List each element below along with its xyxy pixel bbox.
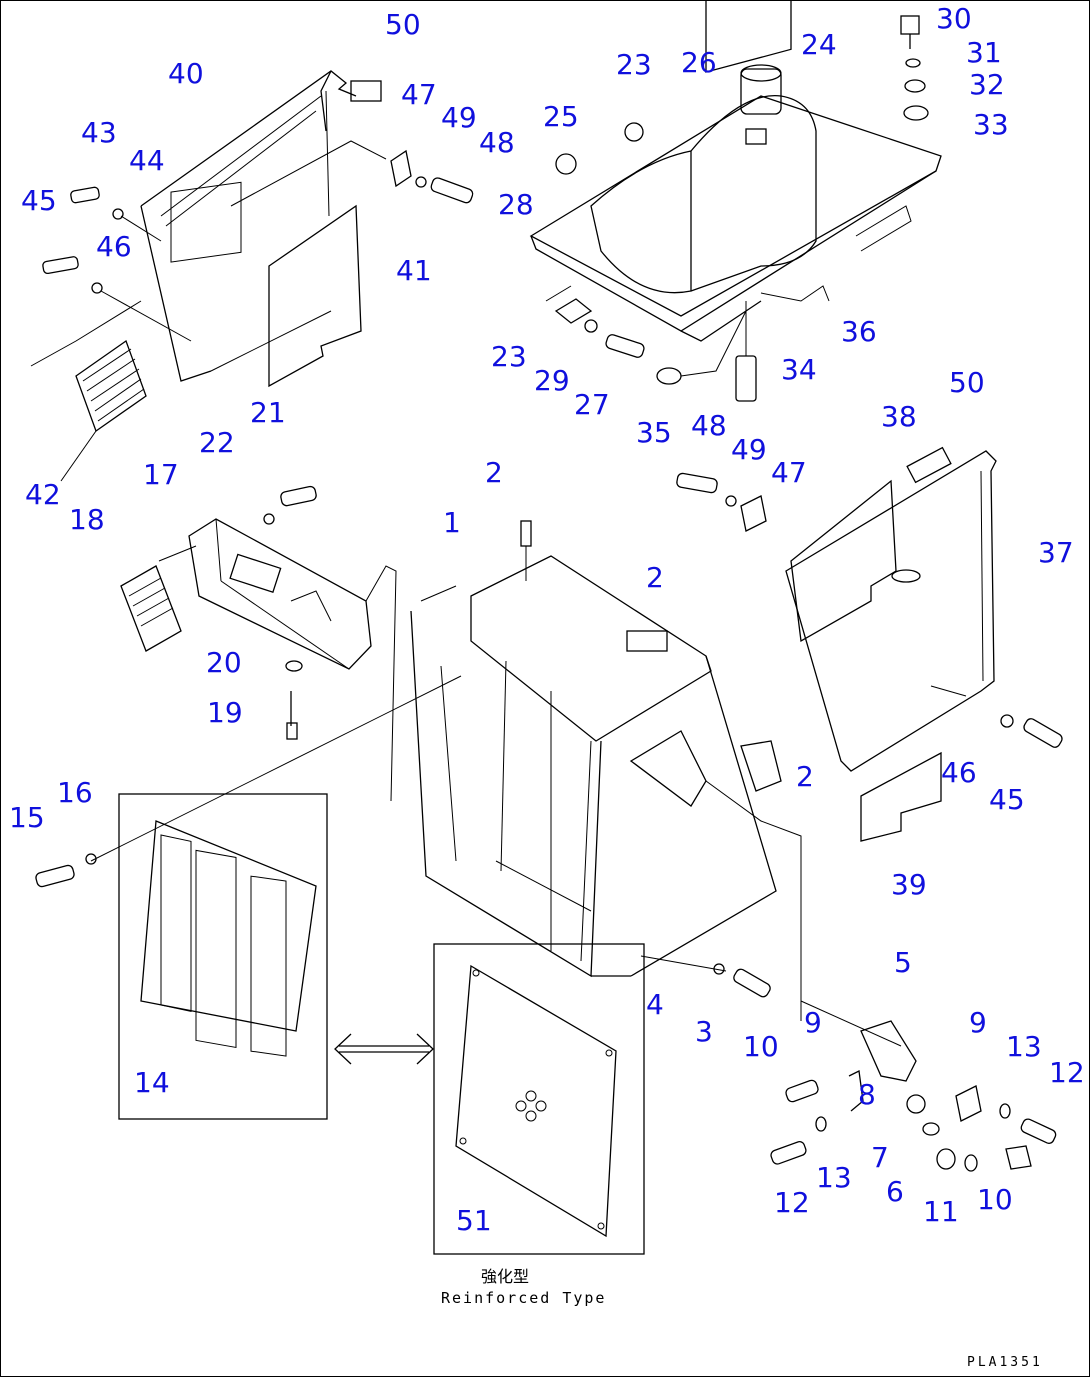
side-cover-40 <box>140 70 387 382</box>
callout-label: 24 <box>801 28 837 61</box>
box-17 <box>188 485 397 802</box>
callout-label: 46 <box>941 756 977 789</box>
inset-panel-51 <box>433 943 645 1255</box>
callout-label: 12 <box>1049 1056 1085 1089</box>
hinge-hardware-upper <box>390 149 474 204</box>
double-arrow <box>334 1033 434 1065</box>
bolt-3-4 <box>713 963 771 998</box>
callout-label: 48 <box>691 409 727 442</box>
callout-label: 31 <box>966 36 1002 69</box>
callout-label: 33 <box>973 108 1009 141</box>
callout-label: 13 <box>816 1161 852 1194</box>
callout-label: 50 <box>949 366 985 399</box>
bolt-stack-30-33 <box>900 15 929 121</box>
callout-label: 35 <box>636 416 672 449</box>
callout-label: 3 <box>695 1015 713 1048</box>
hinge-hardware-right <box>676 472 767 532</box>
drawing-code: PLA1351 <box>967 1355 1043 1370</box>
callout-label: 44 <box>129 144 165 177</box>
callout-label: 40 <box>168 57 204 90</box>
callout-label: 36 <box>841 315 877 348</box>
callout-label: 20 <box>206 646 242 679</box>
callout-label: 30 <box>936 2 972 35</box>
callout-label: 2 <box>646 561 664 594</box>
callout-label: 6 <box>886 1175 904 1208</box>
callout-label: 51 <box>456 1204 492 1237</box>
callout-label: 29 <box>534 364 570 397</box>
plate-39 <box>860 751 942 842</box>
callout-label: 26 <box>681 46 717 79</box>
panel-41 <box>268 204 362 388</box>
callout-label: 1 <box>443 506 461 539</box>
grille-42 <box>30 300 147 482</box>
callout-label: 8 <box>858 1078 876 1111</box>
callout-label: 48 <box>479 126 515 159</box>
grille-18 <box>120 545 197 652</box>
side-cover-37 <box>785 446 997 772</box>
callout-label: 2 <box>485 456 503 489</box>
callout-label: 2 <box>796 760 814 793</box>
callout-label: 27 <box>574 388 610 421</box>
inset-panel-14 <box>118 793 328 1120</box>
callout-label: 34 <box>781 353 817 386</box>
top-housing-23 <box>529 1 942 342</box>
bolts-43-46 <box>42 186 192 342</box>
callout-label: 39 <box>891 868 927 901</box>
callout-label: 38 <box>881 400 917 433</box>
callout-label: 16 <box>57 776 93 809</box>
callout-label: 4 <box>646 988 664 1021</box>
callout-label: 42 <box>25 478 61 511</box>
clamp-hardware-23-29-27 <box>545 285 830 402</box>
main-frame-1 <box>410 520 802 1021</box>
callout-label: 45 <box>21 184 57 217</box>
callout-label: 11 <box>923 1195 959 1228</box>
callout-label: 10 <box>743 1030 779 1063</box>
callout-label: 47 <box>401 78 437 111</box>
leader-lines <box>90 675 902 1047</box>
callout-label: 12 <box>774 1186 810 1219</box>
callout-label: 47 <box>771 456 807 489</box>
callout-label: 13 <box>1006 1030 1042 1063</box>
callout-label: 49 <box>441 101 477 134</box>
bolts-45-46-right <box>1000 714 1063 748</box>
latch-hardware <box>770 1020 1057 1172</box>
callout-label: 9 <box>969 1006 987 1039</box>
callout-label: 22 <box>199 426 235 459</box>
callout-label: 5 <box>894 946 912 979</box>
callout-label: 15 <box>9 801 45 834</box>
callout-label: 10 <box>977 1183 1013 1216</box>
callout-label: 17 <box>143 458 179 491</box>
callout-label: 23 <box>616 48 652 81</box>
callout-label: 41 <box>396 254 432 287</box>
callout-label: 45 <box>989 783 1025 816</box>
callout-label: 50 <box>385 8 421 41</box>
callout-label: 23 <box>491 340 527 373</box>
callout-label: 18 <box>69 503 105 536</box>
callout-label: 46 <box>96 230 132 263</box>
callout-label: 7 <box>871 1141 889 1174</box>
callout-label: 19 <box>207 696 243 729</box>
callout-label: 28 <box>498 188 534 221</box>
callout-label: 9 <box>804 1006 822 1039</box>
caption-english: Reinforced Type <box>441 1289 607 1307</box>
callout-label: 14 <box>134 1066 170 1099</box>
callout-label: 49 <box>731 433 767 466</box>
caption-native: 強化型 <box>481 1267 530 1286</box>
callout-label: 43 <box>81 116 117 149</box>
callout-label: 25 <box>543 100 579 133</box>
callout-label: 37 <box>1038 536 1074 569</box>
callout-label: 21 <box>250 396 286 429</box>
callout-label: 32 <box>969 68 1005 101</box>
bolt-15-16 <box>35 853 97 888</box>
